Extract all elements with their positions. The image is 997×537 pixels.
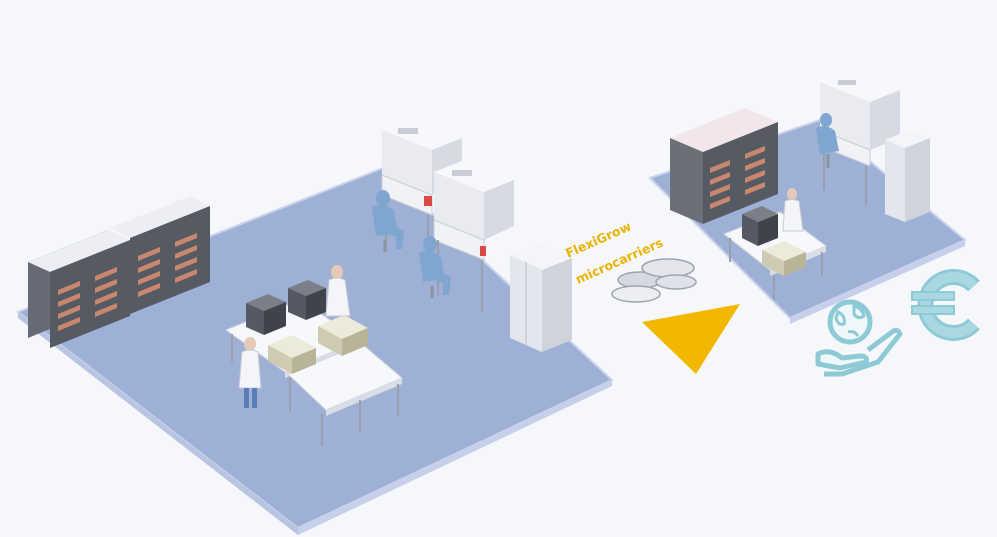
dark-box-instrument bbox=[742, 206, 778, 246]
seated-operator bbox=[419, 236, 451, 298]
refrigerator bbox=[885, 130, 930, 222]
beige-bioreactor bbox=[762, 241, 806, 276]
arrow-triangle-icon bbox=[642, 304, 740, 374]
microcarrier-icon bbox=[611, 258, 697, 303]
euro-icon bbox=[911, 269, 980, 341]
seated-operator bbox=[816, 113, 839, 168]
globe-hand-icon bbox=[815, 299, 903, 377]
incubator-cabinet bbox=[110, 196, 210, 314]
biosafety-cabinet bbox=[381, 118, 462, 270]
refrigerator bbox=[510, 243, 572, 352]
lab-bench bbox=[287, 343, 403, 446]
large-lab bbox=[15, 118, 614, 535]
dark-box-instrument bbox=[246, 294, 286, 335]
seated-operator bbox=[372, 190, 404, 252]
standing-operator bbox=[782, 188, 804, 232]
standing-operator bbox=[325, 265, 351, 317]
incubator-cabinet bbox=[670, 108, 778, 224]
small-lab bbox=[648, 70, 967, 324]
incubator-cabinet bbox=[28, 230, 130, 348]
beige-bioreactor bbox=[318, 315, 368, 356]
beige-bioreactor bbox=[268, 335, 316, 374]
dark-box-instrument bbox=[288, 280, 326, 320]
standing-operator bbox=[238, 337, 262, 408]
biosafety-cabinet bbox=[424, 160, 514, 312]
